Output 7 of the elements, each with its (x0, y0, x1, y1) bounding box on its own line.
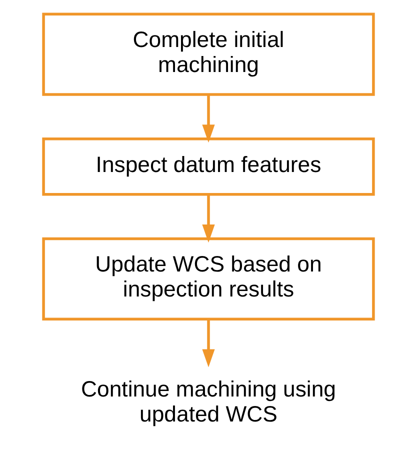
arrow (202, 94, 215, 143)
node-text: Continue machining using updated WCS (81, 376, 336, 426)
node-box: Complete initial machining (42, 12, 375, 96)
arrow (202, 194, 215, 243)
node-box: Update WCS based on inspection results (42, 237, 375, 320)
node-box: Inspect datum features (42, 138, 375, 196)
arrow (202, 320, 215, 368)
